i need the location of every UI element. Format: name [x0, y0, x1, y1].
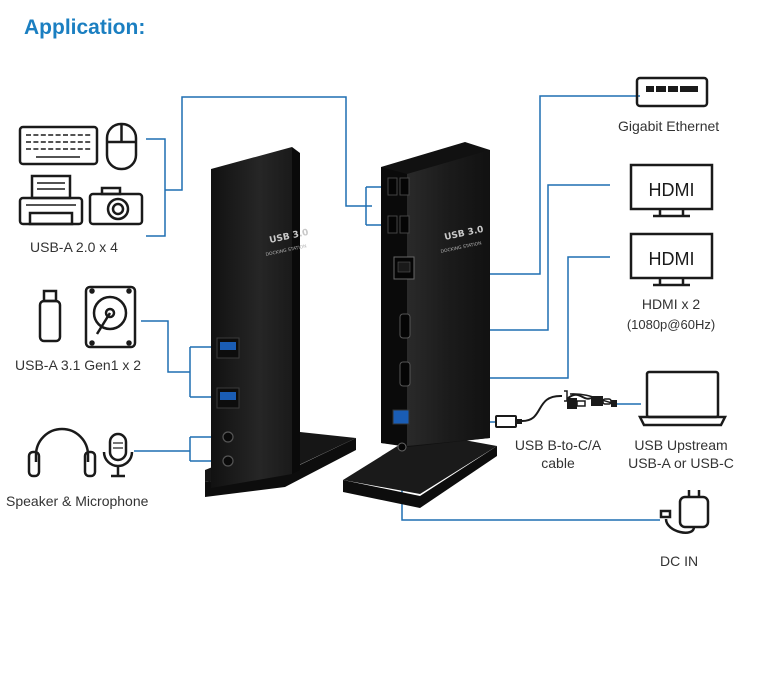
cable-label-line2: cable: [541, 455, 575, 471]
hard-drive-icon: [84, 285, 137, 349]
keyboard-icon: [18, 125, 99, 166]
laptop-icon: [637, 370, 728, 427]
back-hdmi-port-2: [399, 361, 411, 387]
headphones-icon: [27, 427, 97, 478]
hdmi-screen-text-1: HDMI: [649, 180, 695, 200]
upstream-label-line2: USB-A or USB-C: [628, 455, 734, 471]
hdmi-screen-text-2: HDMI: [649, 249, 695, 269]
ethernet-port-icon: [635, 76, 709, 108]
hdmi-monitor-icon: HDMI: [629, 163, 714, 218]
front-audio-jack-1: [222, 431, 234, 443]
usb-a-31-label: USB-A 3.1 Gen1 x 2: [15, 357, 142, 373]
microphone-icon: [102, 432, 134, 478]
front-audio-jack-2: [222, 455, 234, 467]
hdmi-resolution-label: (1080p@60Hz): [626, 317, 716, 332]
back-usb-a-ports: [387, 177, 410, 234]
mouse-icon: [105, 122, 138, 171]
dock-front: USB 3.0 DOCKING STATION: [205, 147, 356, 497]
hdmi-monitor-icon: HDMI: [629, 232, 714, 287]
audio-label: Speaker & Microphone: [6, 493, 149, 509]
camera-icon: [88, 186, 144, 226]
upstream-label-line1: USB Upstream: [634, 437, 728, 453]
usb-a-2-label: USB-A 2.0 x 4: [30, 239, 118, 255]
dock-back: USB 3.0 DOCKING STATION: [343, 142, 497, 508]
cable-label-line1: USB B-to-C/A: [514, 437, 602, 453]
power-adapter-icon: [659, 490, 710, 534]
ethernet-label: Gigabit Ethernet: [618, 118, 720, 134]
usb-flash-drive-icon: [38, 289, 62, 343]
printer-icon: [18, 174, 84, 226]
back-usb-b-port: [392, 409, 410, 425]
back-hdmi-port-1: [399, 313, 411, 339]
dc-in-label: DC IN: [660, 553, 699, 569]
back-dc-port: [397, 442, 407, 452]
usb-cable-icon: [495, 390, 618, 428]
page-title: Application:: [24, 16, 146, 39]
hdmi-count-label: HDMI x 2: [641, 296, 701, 312]
